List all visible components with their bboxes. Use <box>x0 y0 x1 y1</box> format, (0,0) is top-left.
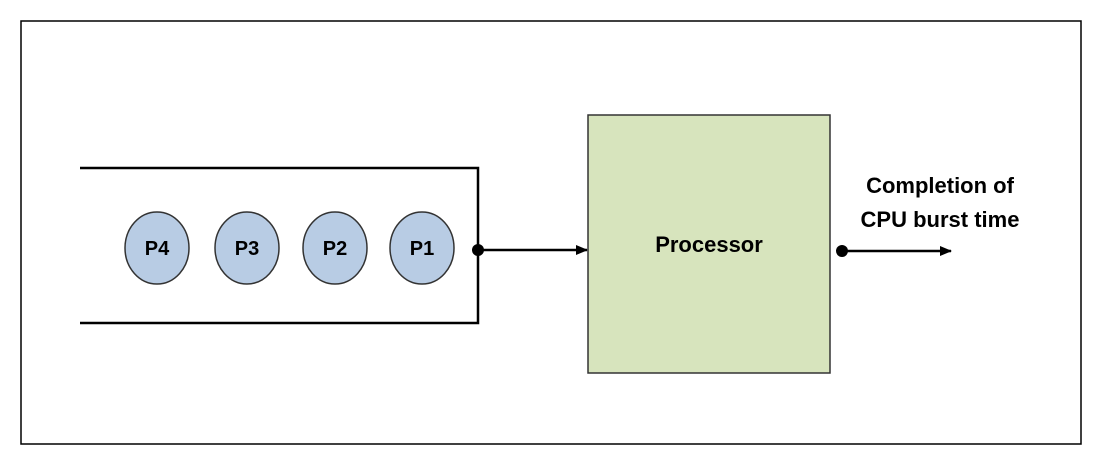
process-p1: P1 <box>389 211 455 285</box>
process-label: P1 <box>410 238 434 260</box>
diagram-frame <box>20 20 1082 445</box>
process-circle <box>214 211 280 285</box>
process-p4: P4 <box>124 211 190 285</box>
process-circle <box>389 211 455 285</box>
process-label: P2 <box>323 238 347 260</box>
processor-label: Processor <box>655 232 763 257</box>
process-p3: P3 <box>214 211 280 285</box>
process-label: P4 <box>145 238 170 260</box>
process-p2: P2 <box>302 211 368 285</box>
processor-box <box>587 114 831 374</box>
completion-label-line2: CPU burst time <box>861 207 1020 232</box>
completion-label-line1: Completion of <box>866 173 1015 198</box>
process-circle <box>302 211 368 285</box>
process-label: P3 <box>235 238 259 260</box>
process-circle <box>124 211 190 285</box>
